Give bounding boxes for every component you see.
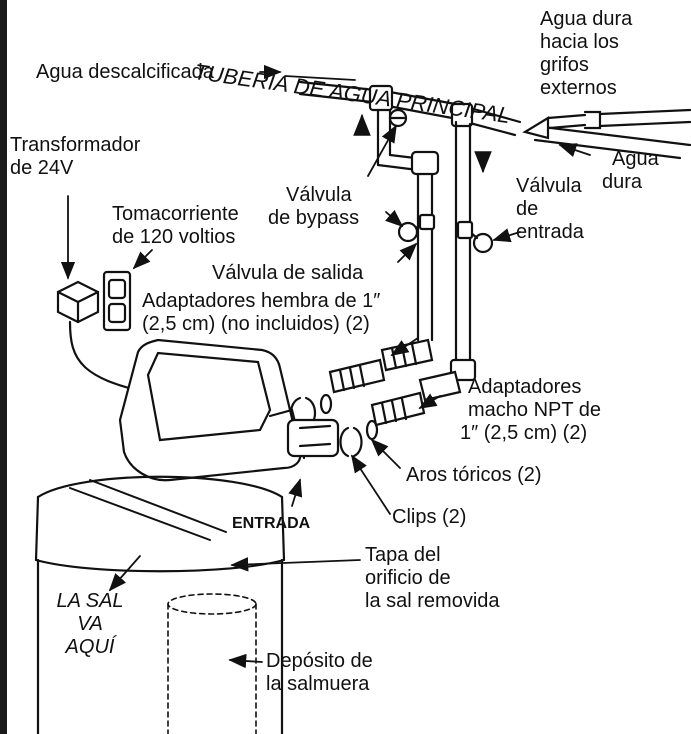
transformer-line-2: de 24V: [10, 157, 74, 179]
female-adapters-line-2: (2,5 cm) (no incluidos) (2): [142, 313, 370, 335]
salt-here-label: LA SAL VA AQUÍ: [48, 590, 132, 659]
electrical: [56, 270, 242, 410]
male-adapters-label: Adaptadores macho NPT de 1″ (2,5 cm) (2): [460, 376, 602, 445]
salt-here-line-1: LA SAL: [56, 590, 124, 612]
main-pipe: [298, 80, 691, 160]
salt-here-line-2: VA: [77, 613, 103, 635]
o-rings-label: Aros tóricos (2): [406, 464, 542, 486]
outlet-line-2: de 120 voltios: [112, 226, 236, 248]
hard-water-label: Agua dura: [602, 148, 659, 194]
transformer-label: Transformador de 24V: [10, 134, 140, 180]
soft-water-label: Agua descalcificada: [36, 61, 214, 83]
left-border: [0, 0, 7, 734]
transformer-line-1: Transformador: [10, 134, 141, 156]
inlet-valve-line-1: Válvula: [516, 175, 582, 197]
inlet-valve-line-2: de: [516, 198, 539, 220]
hard-water-outdoor-line-1: Agua dura: [540, 8, 633, 30]
outlet-label: Tomacorriente de 120 voltios: [112, 203, 239, 249]
salt-here-line-3: AQUÍ: [65, 636, 115, 658]
male-adapters-line-3: 1″ (2,5 cm) (2): [460, 422, 588, 444]
hard-water-outdoor-line-4: externos: [540, 77, 617, 99]
male-adapters-line-2: macho NPT de: [468, 399, 602, 421]
control-head: [118, 338, 340, 482]
brine-tank-line-2: la salmuera: [266, 673, 370, 695]
bypass-valve-line-2: de bypass: [268, 207, 360, 229]
female-adapters-line-1: Adaptadores hembra de 1″: [142, 290, 381, 312]
bypass-valve-label: Válvula de bypass: [268, 184, 359, 230]
male-adapters-line-1: Adaptadores: [468, 376, 582, 398]
salt-lid-line-3: la sal removida: [365, 590, 500, 612]
inlet-label: ENTRADA: [232, 515, 311, 532]
outlet-valve-label: Válvula de salida: [212, 262, 364, 284]
hard-water-line-1: Agua: [612, 148, 659, 170]
female-adapters-label: Adaptadores hembra de 1″ (2,5 cm) (no in…: [142, 290, 380, 336]
brine-tank: [34, 475, 286, 734]
brine-tank-label: Depósito de la salmuera: [266, 650, 373, 696]
inlet-valve-line-3: entrada: [516, 221, 584, 243]
salt-lid-line-2: orificio de: [365, 567, 451, 589]
hard-water-outdoor-label: Agua dura hacia los grifos externos: [540, 8, 632, 100]
salt-lid-line-1: Tapa del: [365, 544, 441, 566]
outlet-line-1: Tomacorriente: [112, 203, 239, 225]
clips-label: Clips (2): [392, 506, 467, 528]
hard-water-outdoor-line-3: grifos: [540, 54, 589, 76]
valves: [388, 108, 494, 254]
hard-water-line-2: dura: [602, 171, 643, 193]
hard-water-outdoor-line-2: hacia los: [540, 31, 619, 53]
brine-tank-line-1: Depósito de: [266, 650, 373, 672]
salt-lid-label: Tapa del orificio de la sal removida: [365, 544, 500, 613]
inlet-valve-label: Válvula de entrada: [516, 175, 584, 244]
bypass-valve-line-1: Válvula: [286, 184, 352, 206]
leader-arrows: [60, 64, 591, 669]
